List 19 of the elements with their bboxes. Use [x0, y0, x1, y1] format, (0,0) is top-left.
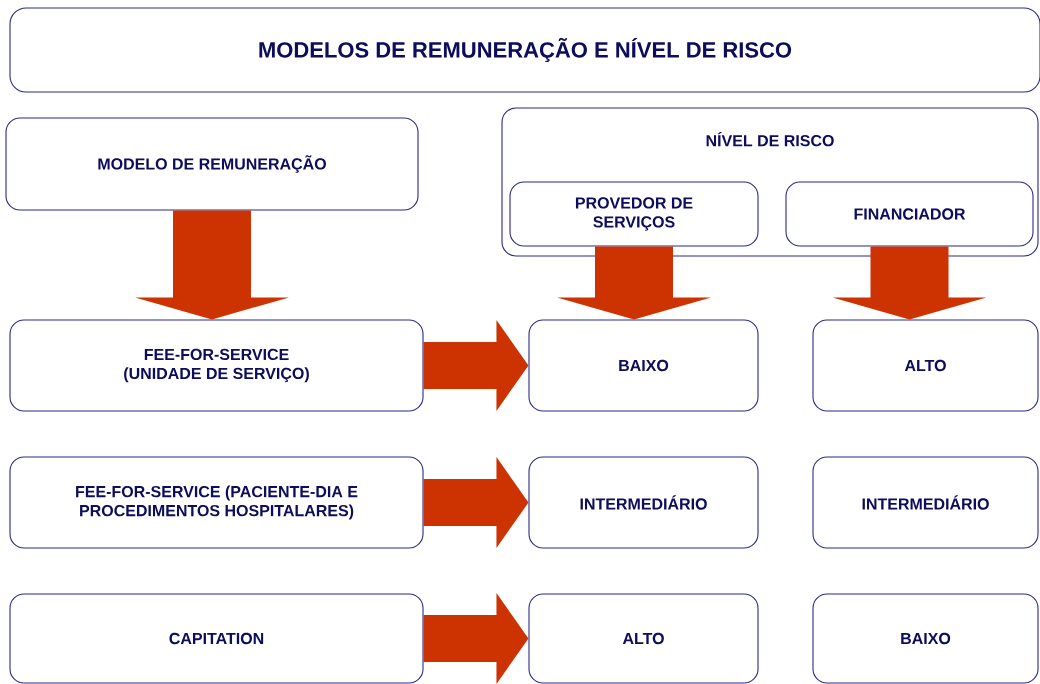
block-arrow: [423, 457, 529, 548]
block-arrow: [832, 246, 987, 320]
process-box: INTERMEDIÁRIO: [812, 456, 1039, 549]
process-box: MODELO DE REMUNERAÇÃO: [5, 117, 419, 211]
process-box: ALTO: [528, 593, 759, 684]
process-box: INTERMEDIÁRIO: [528, 456, 759, 549]
process-box: FINANCIADOR: [785, 181, 1034, 247]
process-box: FEE-FOR-SERVICE (PACIENTE-DIA E PROCEDIMENTOS HOSPITALARES): [9, 456, 424, 549]
process-box: FEE-FOR-SERVICE (UNIDADE DE SERVIÇO): [9, 319, 424, 412]
block-arrow: [557, 246, 711, 320]
process-box: BAIXO: [812, 593, 1039, 684]
process-box: CAPITATION: [9, 593, 424, 684]
process-box: ALTO: [812, 319, 1039, 412]
process-box: BAIXO: [528, 319, 759, 412]
block-arrow: [423, 320, 529, 411]
block-arrow: [423, 593, 529, 684]
title-box: MODELOS DE REMUNERAÇÃO E NÍVEL DE RISCO: [9, 7, 1040, 93]
block-arrow: [135, 210, 289, 320]
process-box: PROVEDOR DE SERVIÇOS: [509, 181, 759, 247]
